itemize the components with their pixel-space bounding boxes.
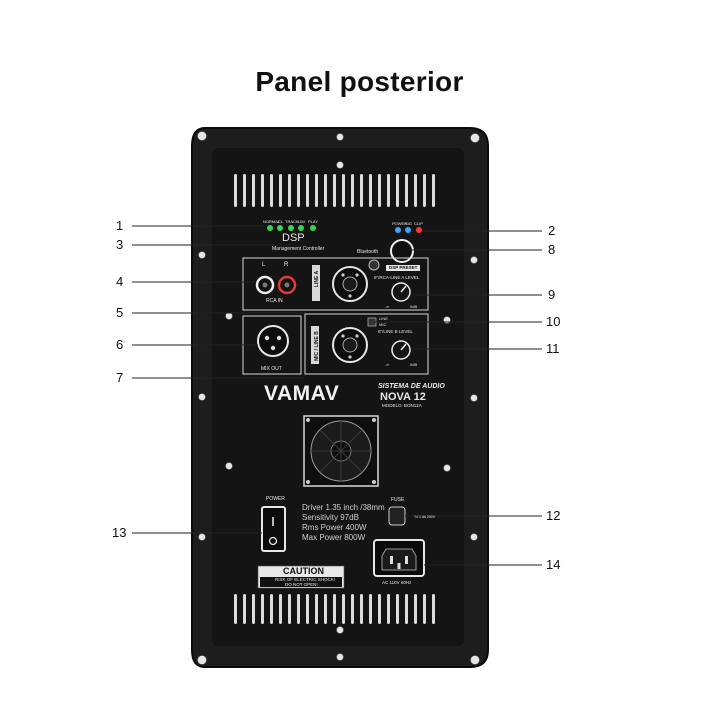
line-b-tag-label: MIC / LINE B [313, 331, 320, 361]
led-left-label-3: TRACK [285, 219, 299, 224]
callout-10: 10 [546, 314, 561, 329]
bluetooth-label: Bluetooth [357, 249, 379, 255]
led-cl [277, 225, 283, 231]
mix-out-label: MIX OUT [261, 366, 282, 372]
line-b-switch-mic: MIC [379, 322, 387, 327]
brand-system: SISTEMA DE AUDIO [378, 383, 445, 390]
callout-11: 11 [546, 341, 560, 356]
bottom-vent [234, 594, 435, 624]
callout-12: 12 [546, 508, 561, 523]
callout-4: 4 [116, 274, 124, 289]
caution-text-2: DO NOT OPEN! [285, 582, 318, 587]
callout-8: 8 [548, 242, 556, 257]
mounting-holes [197, 131, 480, 665]
line-a-side-tag [312, 265, 320, 301]
led-left-label-4: LIM [298, 219, 305, 224]
callout-lines [132, 225, 542, 566]
line-a-max-label: 0dB [410, 304, 418, 309]
callout-1: 1 [116, 218, 124, 233]
led-track [288, 225, 294, 231]
line-b-side-tag [311, 326, 319, 364]
status-leds-right [395, 227, 422, 233]
brand-logo: VAMAV [264, 382, 340, 405]
line-a-min-label: -∞ [385, 304, 390, 309]
spec-line-3: Rms Power 400W [302, 523, 367, 532]
spec-line-2: Sensitivity 97dB [302, 513, 359, 522]
status-leds-left [267, 225, 316, 231]
spec-line-1: Driver 1.35 inch /38mm [302, 503, 385, 512]
brand-model: NOVA 12 [380, 391, 426, 403]
callout-14: 14 [546, 557, 561, 572]
led-left-label-1: NORMAL [263, 219, 281, 224]
brand-model-code: MODELO: BON12A [382, 403, 422, 408]
power-switch [261, 506, 286, 552]
led-lim [298, 225, 304, 231]
line-b-box [304, 313, 429, 375]
bluetooth-button [390, 239, 414, 263]
line-b-switch-line: LINE [379, 316, 388, 321]
caution-text-1: RISK OF ELECTRIC SHOCK! [275, 577, 336, 582]
callout-7: 7 [116, 370, 124, 385]
ac-label: AC 110V 60Hz [382, 580, 412, 585]
callout-9: 9 [548, 287, 556, 302]
rca-in-label: RCA IN [266, 298, 283, 304]
dsp-preset-badge [386, 265, 420, 271]
line-b-min-label: -∞ [385, 362, 390, 367]
led-normal [267, 225, 273, 231]
mix-out-xlr-jack [257, 325, 289, 357]
callout-2: 2 [548, 223, 556, 238]
fuse-holder [388, 506, 406, 526]
dsp-preset-label: DSP PRESET [389, 265, 418, 270]
led-power [395, 227, 401, 233]
dsp-sublabel: Management Controller [272, 246, 325, 252]
callout-6: 6 [116, 337, 124, 352]
callout-5: 5 [116, 305, 124, 320]
led-clip [416, 227, 422, 233]
led-right-label-3: CLIP [414, 221, 423, 226]
led-play [310, 225, 316, 231]
led-left-label-5: PLAY [308, 219, 318, 224]
line-a-tag-label: LINE A [314, 270, 321, 288]
rca-left-label: L [262, 262, 266, 268]
led-sig [405, 227, 411, 233]
spec-line-4: Max Power 800W [302, 533, 366, 542]
line-a-box [242, 257, 429, 311]
line-b-level-label: 6"/LINE B LEVEL [378, 329, 413, 334]
page-title: Panel posterior [255, 66, 464, 97]
line-a-level-label: 6"/RCA-LINE A LEVEL [374, 275, 420, 280]
dsp-label: DSP [282, 232, 305, 244]
caution-title: CAUTION [283, 566, 324, 576]
rca-right-label: R [284, 262, 289, 268]
callout-13: 13 [112, 525, 127, 540]
power-label: POWER [266, 496, 285, 502]
led-right-label-2: SIG [405, 221, 412, 226]
callout-3: 3 [116, 237, 124, 252]
line-b-max-label: 0dB [410, 362, 418, 367]
dsp-preset-button [368, 259, 380, 271]
fuse-rating: T4 1.6A 250V [414, 515, 436, 519]
led-right-label-1: POWER [392, 221, 408, 226]
led-left-label-2: CL [278, 219, 284, 224]
top-vent [234, 174, 435, 207]
fuse-label: FUSE [391, 497, 405, 503]
